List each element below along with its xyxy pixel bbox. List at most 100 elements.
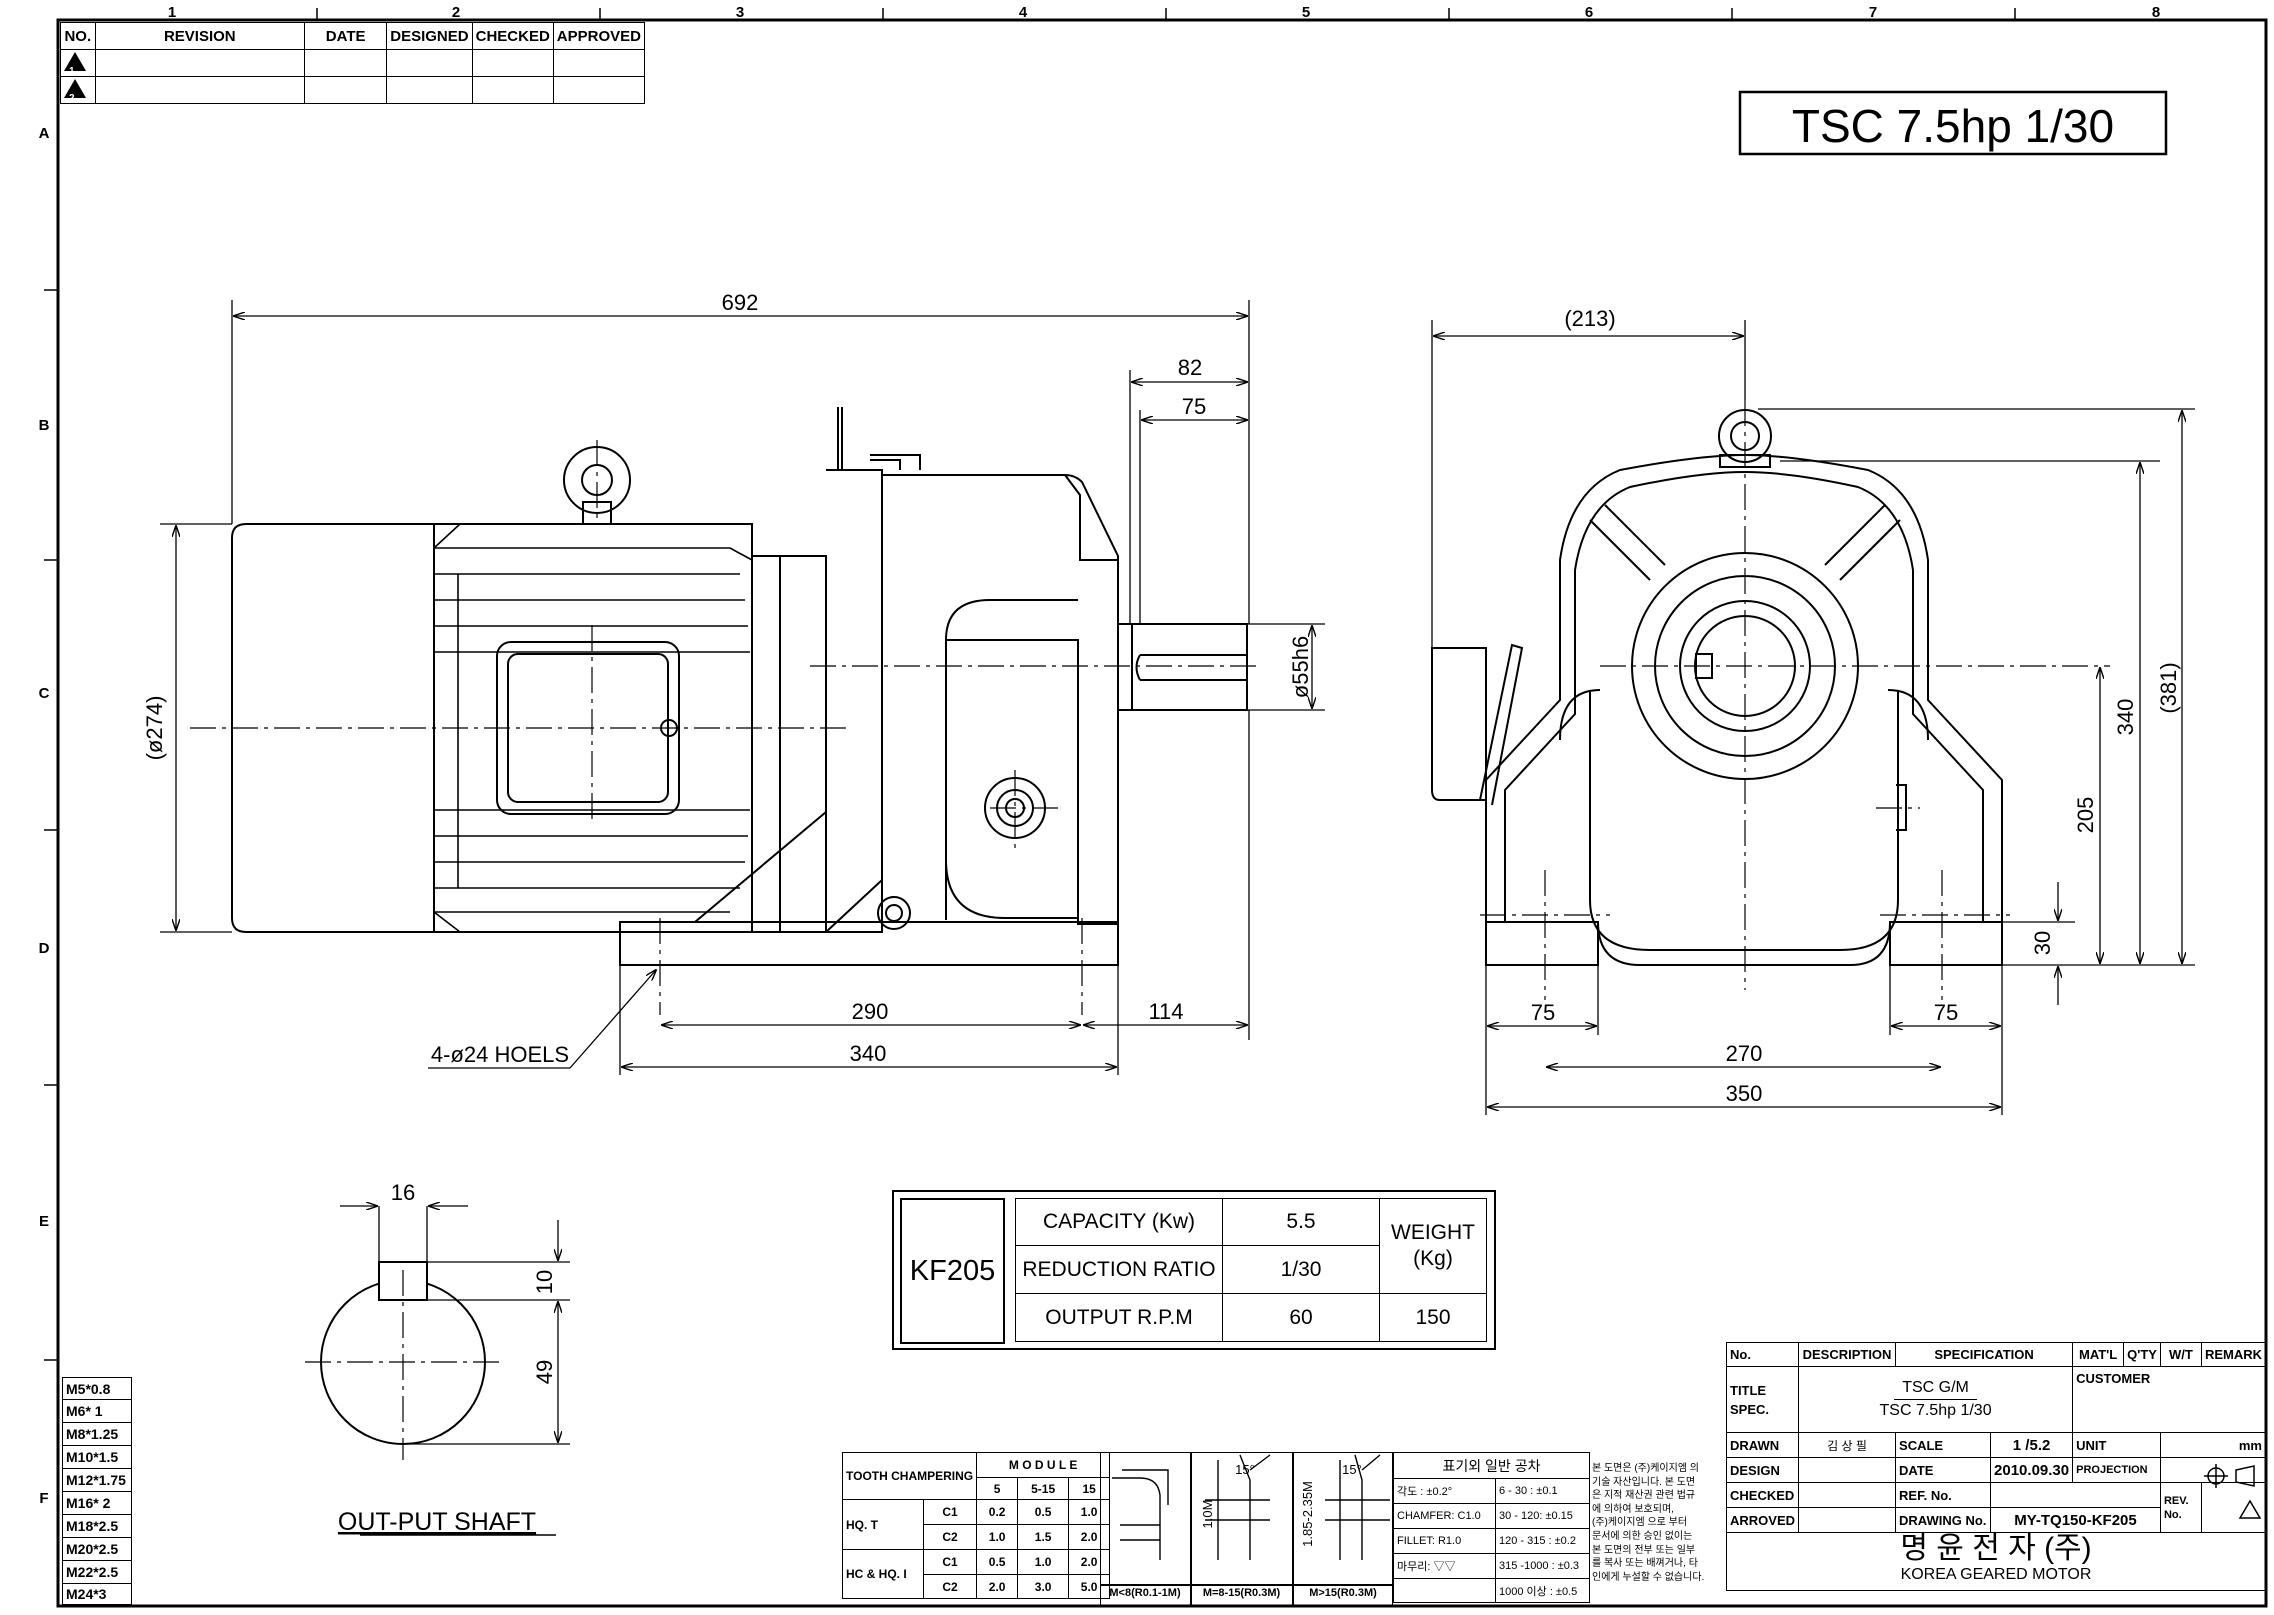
chamfer-c: C1 [922, 1499, 978, 1525]
thread-item: M12*1.75 [62, 1468, 132, 1492]
spec-weight-label: WEIGHT (Kg) [1379, 1198, 1487, 1294]
chamfer-cell: 1.0 [1017, 1549, 1070, 1575]
dim-foot-width-right: 75 [1934, 1000, 1958, 1025]
tb-approved-label: ARROVED [1725, 1507, 1800, 1533]
tb-unit-value: mm [2159, 1432, 2267, 1458]
spec-label: OUTPUT R.P.M [1015, 1293, 1223, 1342]
chamfer-sketches [1112, 1454, 1390, 1560]
rev-date [304, 76, 388, 104]
dim-foot-width-left: 75 [1531, 1000, 1555, 1025]
notice-line: 본 도면의 전부 또는 일부 [1592, 1544, 1696, 1556]
front-dimension-lines [160, 300, 1325, 1075]
front-dimension-texts: 692 82 75 (ø274) ø55h6 290 114 340 4-ø24… [142, 290, 1313, 1067]
chamfer-cell: 2.0 [1068, 1524, 1111, 1550]
grid-row-label: F [39, 1490, 48, 1507]
output-shaft-label: OUT-PUT SHAFT [338, 1508, 536, 1536]
side-motor-box [1431, 647, 1487, 801]
tol-left: CHAMFER: C1.0 [1393, 1503, 1496, 1529]
grid-ticks [44, 8, 2016, 1361]
tb-drawn-label: DRAWN [1725, 1432, 1800, 1458]
rev-approved [552, 49, 646, 77]
tb-rev-label: REV. No. [2159, 1482, 2202, 1533]
rev-revision [94, 76, 306, 104]
rev-header: APPROVED [552, 22, 646, 50]
dim-foot-hole-spacing: 290 [852, 999, 889, 1024]
chamfer-cell: 0.2 [976, 1499, 1019, 1525]
rev-no: 2 [69, 93, 75, 104]
spec-weight-value: 150 [1379, 1293, 1487, 1342]
chamfer-c: C2 [922, 1524, 978, 1550]
tol-right: 120 - 315 : ±0.2 [1495, 1528, 1590, 1554]
side-centerlines [1480, 400, 2110, 1000]
notice-line: 인에게 누설할 수 없습니다. [1592, 1571, 1705, 1583]
thread-item: M22*2.5 [62, 1560, 132, 1584]
tol-left: 마무리: ▽▽ [1393, 1553, 1496, 1579]
grid-column-labels: 1 2 3 4 5 6 7 8 [168, 4, 2160, 21]
notice-line: 본 도면은 (주)케이지엠 의 [1592, 1463, 1699, 1474]
output-shaft [1132, 623, 1248, 711]
tb-header: MAT'L [2072, 1342, 2125, 1367]
chamfer-c: C2 [922, 1574, 978, 1599]
chamfer-module: 5-15 [1017, 1477, 1070, 1500]
grid-row-label: B [39, 417, 50, 434]
notice-line: 에 의하여 보호되며, [1592, 1503, 1674, 1515]
rev-header: DESIGNED [386, 22, 473, 50]
tb-design-label: DESIGN [1725, 1457, 1800, 1483]
spec-value: 60 [1222, 1293, 1380, 1342]
front-base [619, 921, 1119, 966]
side-foot-left [1485, 921, 1599, 966]
tb-scale-label: SCALE [1895, 1432, 1992, 1458]
dim-shaft-height: 205 [2073, 797, 2098, 834]
tb-drawing-no-label: DRAWING No. [1895, 1507, 1992, 1533]
chamfer-table: TOOTH CHAMPERING M O D U L E 5 5-15 15 H… [841, 1452, 1111, 1599]
rev-designed [386, 76, 473, 104]
thread-item: M8*1.25 [62, 1422, 132, 1446]
side-housing-outer [1485, 453, 2003, 922]
dim-shaft-diameter: ø55h6 [1288, 636, 1313, 698]
thread-item: M18*2.5 [62, 1514, 132, 1538]
chamfer-cell: 3.0 [1017, 1574, 1070, 1599]
grid-col-label: 1 [168, 4, 176, 21]
revision-table: NO. REVISION DATE DESIGNED CHECKED APPRO… [60, 22, 646, 104]
spec-table: CAPACITY (Kw) 5.5 WEIGHT (Kg) REDUCTION … [1015, 1198, 1487, 1342]
tb-header: DESCRIPTION [1798, 1342, 1897, 1367]
dim-half-height: 49 [532, 1360, 557, 1384]
tb-spec-label: SPEC. [1730, 1401, 1770, 1417]
sketch-label: M<8(R0.1-1M) [1109, 1587, 1181, 1599]
spec-table-frame [892, 1190, 1496, 1350]
tb-company-kr: 명 윤 전 자 (주) [1900, 1532, 2092, 1565]
grid-col-label: 6 [1585, 4, 1593, 21]
dim-width-ref: (213) [1564, 306, 1615, 331]
chamfer-cell: 1.5 [1017, 1524, 1070, 1550]
tb-header: REMARK [2200, 1342, 2267, 1367]
notice-line: 문서에 의한 승인 없이는 [1592, 1530, 1693, 1542]
front-view [231, 407, 1248, 966]
thread-list: M5*0.8 M6* 1 M8*1.25 M10*1.5 M12*1.75 M1… [62, 1377, 132, 1605]
spec-value: 1/30 [1222, 1245, 1380, 1294]
grid-row-label: C [39, 685, 50, 702]
grid-row-label: E [39, 1213, 49, 1230]
grid-col-label: 7 [1869, 4, 1877, 21]
sketch-label: M=8-15(R0.3M) [1202, 1587, 1281, 1599]
thread-item: M5*0.8 [62, 1377, 132, 1400]
dim-shaft-outer: 82 [1178, 355, 1202, 380]
rev-approved [552, 76, 646, 104]
chamfer-cell: 0.5 [976, 1549, 1019, 1575]
notice-line: 기술 자산입니다. 본 도면 [1592, 1476, 1696, 1488]
spec-value: 5.5 [1222, 1198, 1380, 1246]
chamfer-module: 5 [976, 1477, 1019, 1500]
dim-overall-length: 692 [722, 290, 759, 315]
tol-right: 1000 이상 : ±0.5 [1495, 1578, 1590, 1603]
rev-header: DATE [304, 22, 388, 50]
grid-col-label: 8 [2152, 4, 2160, 21]
dim-body-height: 340 [2113, 699, 2138, 736]
tolerance-table: 표기외 일반 공차 각도 : ±0.2°6 - 30 : ±0.1 CHAMFE… [1393, 1452, 1590, 1603]
sketch-label: M>15(R0.3M) [1309, 1587, 1377, 1599]
rev-row: 2 [60, 76, 646, 104]
tb-drawn-value: 김 상 필 [1798, 1432, 1897, 1458]
dim-shaft-from-foot: 114 [1148, 999, 1183, 1024]
dim-hole-spacing: 270 [1726, 1041, 1763, 1066]
chamfer-c: C1 [922, 1549, 978, 1575]
tb-refno-label: REF. No. [1895, 1482, 1992, 1508]
